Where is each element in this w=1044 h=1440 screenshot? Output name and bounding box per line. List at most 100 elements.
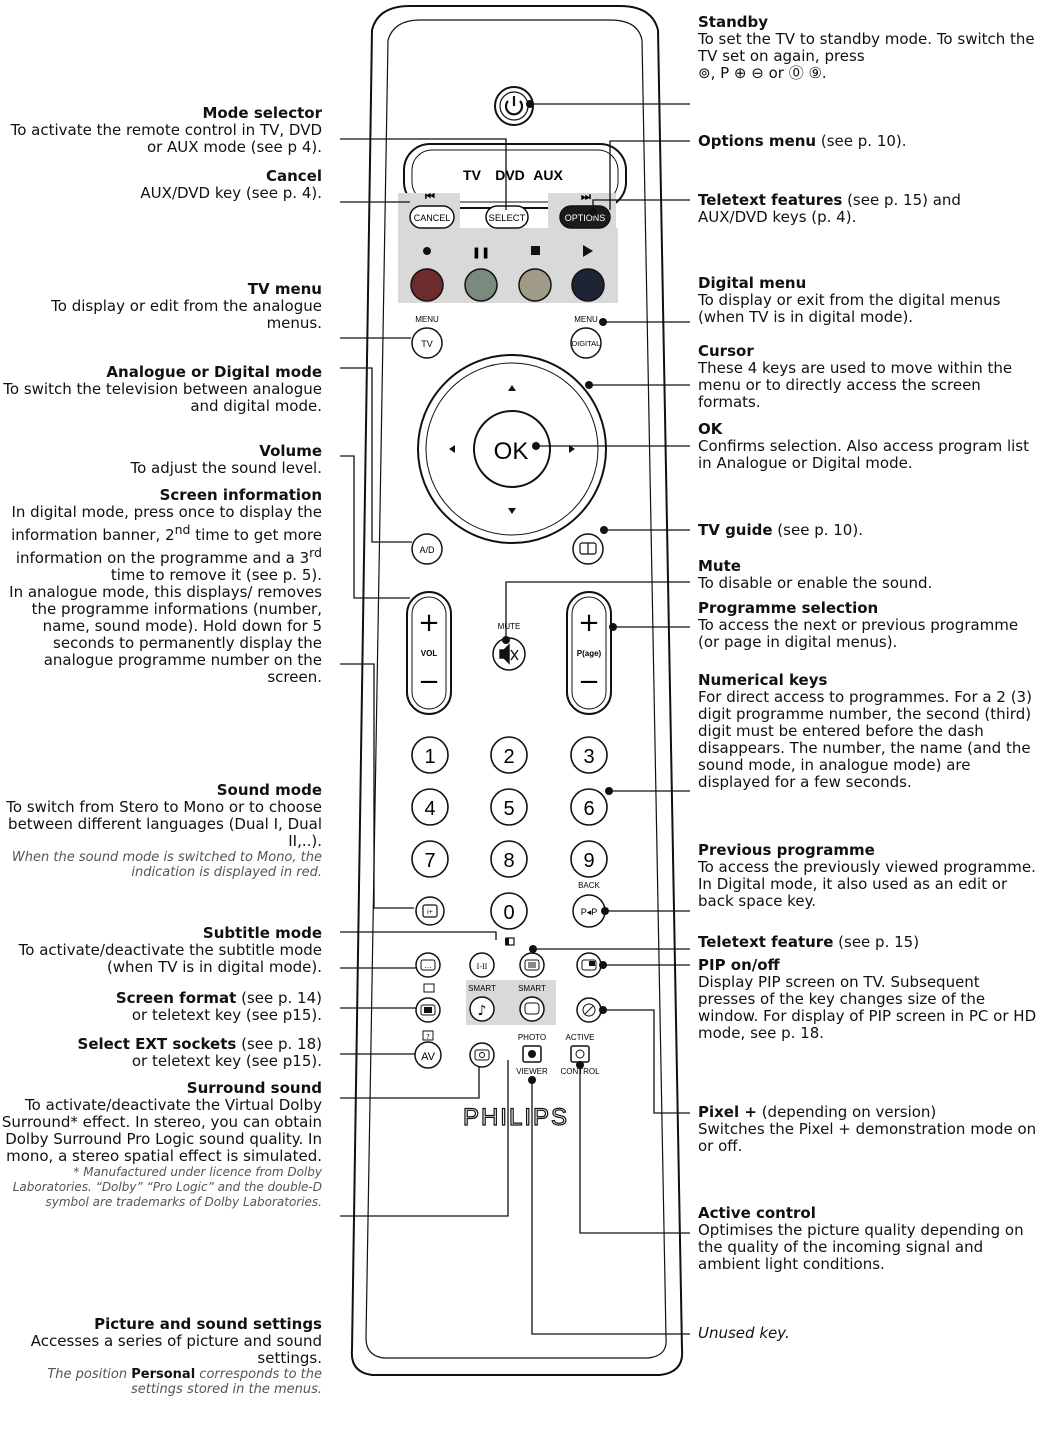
key-2[interactable]: 2 (491, 737, 527, 773)
ann-title: Subtitle mode (0, 925, 322, 942)
key-1[interactable]: 1 (412, 737, 448, 773)
ann-body: To set the TV to standby mode. To switch… (698, 31, 1038, 82)
ann-body: Optimises the picture quality depending … (698, 1222, 1038, 1273)
key-1-label: 1 (424, 746, 435, 768)
ann-ad-mode: Analogue or Digital mode To switch the t… (0, 364, 322, 415)
pip-button[interactable] (577, 953, 601, 977)
stop-icon (531, 246, 540, 255)
key-5-label: 5 (503, 798, 514, 820)
digital-menu-label: DIGITAL (572, 339, 601, 348)
digital-menu-caption: MENU (574, 315, 598, 324)
ann-body: To switch the television between analogu… (0, 381, 322, 415)
ann-body: Unused key. (698, 1324, 790, 1342)
screen-format-button[interactable] (416, 998, 440, 1022)
screen-info-button[interactable]: i+ (416, 897, 444, 925)
key-7-label: 7 (424, 850, 435, 872)
key-4[interactable]: 4 (412, 789, 448, 825)
key-2-label: 2 (503, 746, 514, 768)
ann-body: To activate/deactivate the subtitle mode… (0, 942, 322, 976)
ann-title: Options menu (698, 132, 816, 150)
ann-pixel: Pixel + (depending on version) Switches … (698, 1104, 1038, 1155)
select-label: SELECT (489, 213, 526, 224)
ann-body: Confirms selection. Also access program … (698, 438, 1038, 472)
av-button[interactable]: AV (415, 1042, 441, 1068)
key-3-label: 3 (583, 746, 594, 768)
ann-title: TV menu (0, 281, 322, 298)
ann-body: or teletext key (see p15). (0, 1053, 322, 1070)
volume-rocker[interactable]: + VOL − (407, 592, 451, 714)
vol-up-icon[interactable]: + (418, 608, 440, 638)
ann-note: When the sound mode is switched to Mono,… (0, 850, 322, 880)
key-0[interactable]: 0 (491, 893, 527, 929)
ann-body: Accesses a series of picture and sound s… (0, 1333, 322, 1367)
tv-guide-button[interactable] (573, 534, 603, 564)
ann-sound-mode: Sound mode To switch from Stero to Mono … (0, 782, 322, 880)
ann-ref: (see p. 10). (773, 521, 863, 539)
key-6[interactable]: 6 (571, 789, 607, 825)
programme-rocker[interactable]: + P(age) − (567, 592, 611, 714)
tv-menu-button[interactable]: TV (412, 328, 442, 358)
info-icon: i+ (427, 909, 433, 916)
smart-sound-caption: SMART (468, 984, 496, 993)
ann-screen-format: Screen format (see p. 14) or teletext ke… (0, 990, 322, 1024)
ann-cursor: Cursor These 4 keys are used to move wit… (698, 343, 1038, 411)
ann-title: Cancel (0, 168, 322, 185)
ann-title: Mode selector (0, 105, 322, 122)
key-7[interactable]: 7 (412, 841, 448, 877)
ann-body: To disable or enable the sound. (698, 575, 1038, 592)
key-8[interactable]: 8 (491, 841, 527, 877)
music-note-icon: ♪ (478, 1003, 487, 1019)
key-9-label: 9 (583, 850, 594, 872)
pp-label: P◂P (581, 907, 598, 917)
screen-format-caption-icon (424, 984, 434, 992)
teletext-button[interactable] (520, 953, 544, 977)
ann-body: To access the next or previous programme… (698, 617, 1038, 651)
ann-ref: (see p. 10). (816, 132, 906, 150)
ann-digital-menu: Digital menu To display or exit from the… (698, 275, 1038, 326)
ann-body: To access the previously viewed programm… (698, 859, 1038, 910)
key-8-label: 8 (503, 850, 514, 872)
sound-mode-button[interactable]: I-II (470, 953, 494, 977)
key-0-label: 0 (503, 902, 514, 924)
ann-prog-sel: Programme selection To access the next o… (698, 600, 1038, 651)
ann-pip: PIP on/off Display PIP screen on TV. Sub… (698, 957, 1038, 1042)
previous-programme-button[interactable]: P◂P (573, 895, 605, 927)
key-9[interactable]: 9 (571, 841, 607, 877)
surround-button[interactable] (470, 1043, 494, 1067)
ann-mode-selector: Mode selector To activate the remote con… (0, 105, 322, 156)
ad-button[interactable]: A/D (412, 534, 442, 564)
digital-menu-button[interactable]: DIGITAL (571, 328, 601, 358)
active-control-button[interactable] (571, 1046, 589, 1062)
ann-sup: rd (309, 545, 322, 560)
ann-note-bold: Personal (131, 1367, 195, 1382)
tv-menu-label: TV (421, 339, 433, 349)
ann-title: OK (698, 421, 1038, 438)
ann-title: Standby (698, 14, 1038, 31)
camera-icon (528, 1050, 536, 1058)
ann-previous: Previous programme To access the previou… (698, 842, 1038, 910)
key-3[interactable]: 3 (571, 737, 607, 773)
prog-up-icon[interactable]: + (578, 608, 600, 638)
standby-small-icon: ⊚ (698, 64, 711, 82)
ann-tv-guide: TV guide (see p. 10). (698, 522, 1038, 539)
prog-down-icon[interactable]: − (578, 667, 600, 697)
ann-note: * Manufactured under licence from Dolby … (0, 1165, 322, 1210)
subtitle-button[interactable]: … (416, 953, 440, 977)
ann-body: In analogue mode, this displays/ removes… (0, 584, 322, 686)
ann-body: To display or exit from the digital menu… (698, 292, 1038, 326)
smart-picture-button[interactable] (520, 997, 544, 1021)
pause-icon: ❚❚ (472, 246, 490, 259)
ann-body: Switches the Pixel + demonstration mode … (698, 1121, 1038, 1155)
key-6-label: 6 (583, 798, 594, 820)
vol-down-icon[interactable]: − (418, 667, 440, 697)
mute-button[interactable] (493, 638, 525, 670)
active-caption: ACTIVE (566, 1033, 595, 1042)
key-5[interactable]: 5 (491, 789, 527, 825)
ann-teletext2: Teletext feature (see p. 15) (698, 934, 1038, 951)
select-button[interactable]: SELECT (486, 206, 528, 228)
smart-sound-button[interactable]: ♪ (470, 997, 494, 1021)
pixel-plus-button[interactable] (577, 998, 601, 1022)
ann-title: PIP on/off (698, 957, 1038, 974)
photo-viewer-button[interactable] (523, 1046, 541, 1062)
svg-text:?: ? (426, 1033, 430, 1041)
